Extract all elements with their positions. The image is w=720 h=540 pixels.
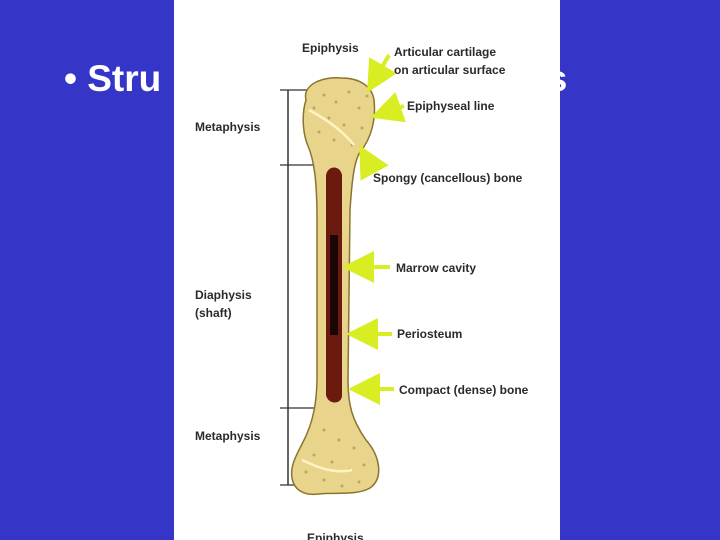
label-metaphysis-bottom: Metaphysis [195,429,261,443]
label-compact-bone: Compact (dense) bone [399,383,529,397]
label-epiphysis-bottom: Epiphysis [307,531,364,540]
label-periosteum: Periosteum [397,327,462,341]
arrow-articular-cartilage [366,53,397,93]
label-articular-cartilage-2: on articular surface [394,63,506,77]
marrow-dark-core [330,235,338,335]
spongy-texture-top [312,90,369,147]
bone-diagram-card: Epiphysis Articular cartilage on articul… [174,0,560,540]
label-diaphysis: Diaphysis [195,288,252,302]
label-epiphyseal-line: Epiphyseal line [407,99,495,113]
arrow-epiphyseal-line [370,92,406,123]
slide-title-start: • Stru [64,58,162,99]
label-shaft: (shaft) [195,306,232,320]
label-marrow-cavity: Marrow cavity [396,261,476,275]
label-articular-cartilage-1: Articular cartilage [394,45,496,59]
long-bone-diagram: Epiphysis Articular cartilage on articul… [195,41,529,540]
arrow-spongy-bone [359,144,389,181]
label-spongy-bone: Spongy (cancellous) bone [373,171,523,185]
label-metaphysis-top: Metaphysis [195,120,261,134]
epiphyseal-line-top [308,108,355,146]
label-epiphysis-top: Epiphysis [302,41,359,55]
epiphyseal-line-bottom [301,458,353,473]
